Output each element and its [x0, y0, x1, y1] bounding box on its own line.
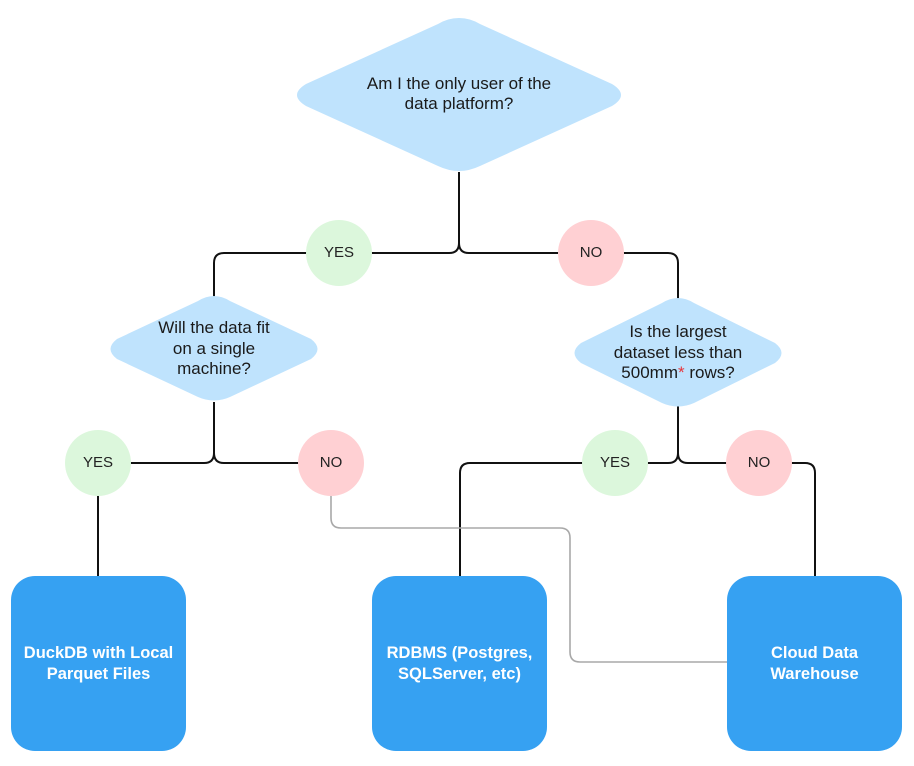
yes-circle-top [306, 220, 372, 286]
yes-circle-left [65, 430, 131, 496]
yes-label-right: YES [599, 454, 630, 471]
question-2-label: Will the data fit on a single machine? [124, 313, 304, 385]
connector-no-to-cloud-grey [330, 495, 728, 663]
duckdb-line-1: DuckDB with Local [23, 643, 174, 662]
decision-diamond-q1 [297, 18, 621, 171]
question-1-line-2: data platform? [404, 94, 514, 113]
question-3-label: Is the largest dataset less than 500mm* … [578, 317, 778, 389]
rdbms-line-1: RDBMS (Postgres, [386, 643, 533, 662]
connector-yes-to-rdbms [459, 462, 615, 576]
outcome-box-cloud [727, 576, 902, 751]
connector-no-to-q3 [591, 252, 679, 300]
decision-diamond-q3 [574, 298, 782, 407]
duckdb-label: DuckDB with Local Parquet Files [11, 636, 186, 692]
no-label-left: NO [319, 454, 343, 471]
cloud-label: Cloud Data Warehouse [727, 636, 902, 692]
connector-q3-split [615, 406, 759, 464]
no-label-right: NO [747, 454, 771, 471]
duckdb-line-2: Parquet Files [46, 665, 151, 683]
question-3-line-3-rest: rows? [684, 363, 735, 383]
question-1-line-1: Am I the only user of the [366, 73, 552, 93]
outcome-box-duckdb [11, 576, 186, 751]
question-3-line-3: 500mm* rows? [621, 363, 734, 383]
question-1-label: Am I the only user of the data platform? [319, 66, 599, 122]
cloud-line-1: Cloud Data [770, 643, 859, 662]
connector-no-to-cloud [759, 462, 816, 576]
question-3-line-2: dataset less than [613, 342, 743, 362]
yes-circle-right [582, 430, 648, 496]
question-3-line-3-value: 500mm [621, 363, 678, 383]
question-2-line-1: Will the data fit [158, 318, 270, 338]
connector-yes-to-q2 [213, 252, 339, 298]
cloud-line-2: Warehouse [770, 665, 859, 683]
rdbms-label: RDBMS (Postgres, SQLServer, etc) [372, 636, 547, 692]
question-2-line-3: machine? [177, 359, 251, 379]
question-2-line-2: on a single [172, 338, 256, 358]
no-label-top: NO [579, 244, 603, 261]
decision-diamond-q2 [110, 296, 318, 401]
connector-q1-split [339, 172, 591, 254]
rdbms-line-2: SQLServer, etc) [398, 665, 521, 683]
outcome-box-rdbms [372, 576, 547, 751]
connector-q2-split [98, 402, 331, 464]
no-circle-right [726, 430, 792, 496]
no-circle-top [558, 220, 624, 286]
yes-label-left: YES [82, 454, 113, 471]
no-circle-left [298, 430, 364, 496]
footnote-asterisk: * [677, 363, 685, 383]
question-3-line-1: Is the largest [629, 322, 727, 342]
yes-label-top: YES [323, 244, 354, 261]
